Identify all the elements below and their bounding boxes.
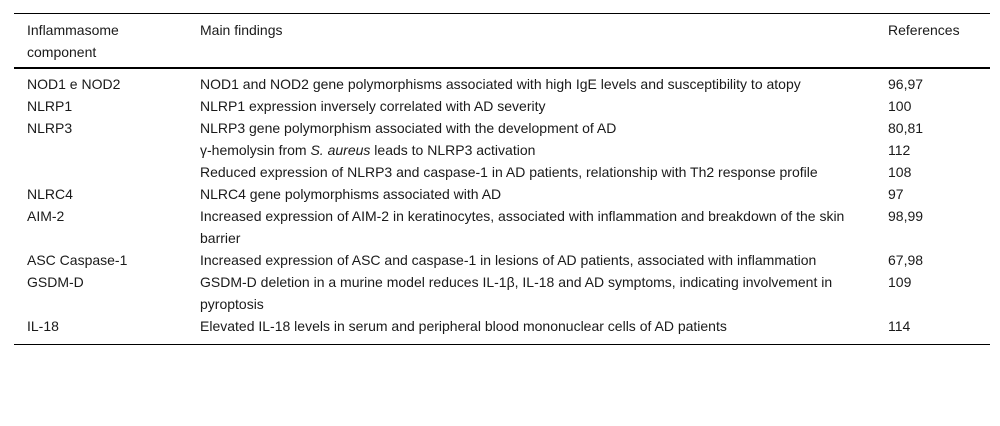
component-cell: NLRC4	[27, 186, 73, 202]
table-row: NLRC4 NLRC4 gene polymorphisms associated…	[14, 183, 990, 205]
table-row: IL-18 Elevated IL-18 levels in serum and …	[14, 315, 990, 345]
finding-cell: NLRP1 expression inversely correlated wi…	[200, 95, 888, 117]
table-row: GSDM-D GSDM-D deletion in a murine model …	[14, 271, 990, 315]
component-cell: AIM-2	[27, 208, 65, 224]
table-row: ASC Caspase-1 Increased expression of ASC…	[14, 249, 990, 271]
references-cell: 80,81	[888, 120, 924, 136]
finding-text: NLRP3 gene polymorphism associated with …	[200, 120, 617, 136]
finding-text: γ-hemolysin from	[200, 142, 311, 158]
header-main-findings: Main findings	[200, 13, 888, 69]
finding-text: Reduced expression of NLRP3 and caspase-…	[200, 164, 818, 180]
table-row: γ-hemolysin from S. aureus leads to NLRP…	[14, 139, 990, 161]
finding-cell: Increased expression of AIM-2 in keratin…	[200, 205, 888, 249]
finding-text: NLRP1 expression inversely correlated wi…	[200, 98, 546, 114]
finding-cell: NOD1 and NOD2 gene polymorphisms associa…	[200, 68, 888, 95]
table-row: NLRP3 NLRP3 gene polymorphism associated …	[14, 117, 990, 139]
component-cell	[14, 161, 200, 183]
finding-cell: γ-hemolysin from S. aureus leads to NLRP…	[200, 139, 888, 161]
table-row: NLRP1 NLRP1 expression inversely correlat…	[14, 95, 990, 117]
references-cell: 112	[888, 142, 911, 158]
component-cell: GSDM-D	[27, 274, 84, 290]
inflammasome-findings-table: Inflammasome component Main findings Ref…	[14, 13, 990, 345]
references-cell: 109	[888, 274, 912, 290]
component-cell: ASC Caspase-1	[27, 252, 128, 268]
finding-cell: Elevated IL-18 levels in serum and perip…	[200, 315, 888, 345]
component-cell: NLRP1	[27, 98, 73, 114]
table-row: Reduced expression of NLRP3 and caspase-…	[14, 161, 990, 183]
references-cell: 100	[888, 98, 912, 114]
header-references: References	[888, 13, 990, 69]
component-cell	[14, 139, 200, 161]
component-cell: NLRP3	[27, 120, 73, 136]
table-body: NOD1 e NOD2 NOD1 and NOD2 gene polymorphi…	[14, 68, 990, 345]
finding-cell: NLRC4 gene polymorphisms associated with…	[200, 183, 888, 205]
component-cell: IL-18	[27, 318, 59, 334]
component-cell: NOD1 e NOD2	[27, 76, 121, 92]
header-inflammasome-component: Inflammasome component	[14, 13, 200, 69]
finding-text: Increased expression of ASC and caspase-…	[200, 252, 817, 268]
species-name-italic: S. aureus	[310, 142, 371, 158]
finding-cell: GSDM-D deletion in a murine model reduce…	[200, 271, 888, 315]
finding-cell: NLRP3 gene polymorphism associated with …	[200, 117, 888, 139]
findings-table: Inflammasome component Main findings Ref…	[14, 13, 990, 345]
finding-text: NOD1 and NOD2 gene polymorphisms associa…	[200, 76, 801, 92]
finding-text: Elevated IL-18 levels in serum and perip…	[200, 318, 727, 334]
finding-text: NLRC4 gene polymorphisms associated with…	[200, 186, 502, 202]
references-cell: 96,97	[888, 76, 924, 92]
finding-cell: Reduced expression of NLRP3 and caspase-…	[200, 161, 888, 183]
finding-text: Increased expression of AIM-2 in keratin…	[200, 208, 845, 246]
references-cell: 98,99	[888, 208, 924, 224]
references-cell: 67,98	[888, 252, 924, 268]
references-cell: 108	[888, 164, 912, 180]
references-cell: 114	[888, 318, 911, 334]
finding-text: GSDM-D deletion in a murine model reduce…	[200, 274, 833, 312]
table-row: AIM-2 Increased expression of AIM-2 in ke…	[14, 205, 990, 249]
table-row: NOD1 e NOD2 NOD1 and NOD2 gene polymorphi…	[14, 68, 990, 95]
finding-cell: Increased expression of ASC and caspase-…	[200, 249, 888, 271]
references-cell: 97	[888, 186, 904, 202]
header-row: Inflammasome component Main findings Ref…	[14, 13, 990, 69]
table-header: Inflammasome component Main findings Ref…	[14, 13, 990, 69]
finding-text: leads to NLRP3 activation	[370, 142, 536, 158]
